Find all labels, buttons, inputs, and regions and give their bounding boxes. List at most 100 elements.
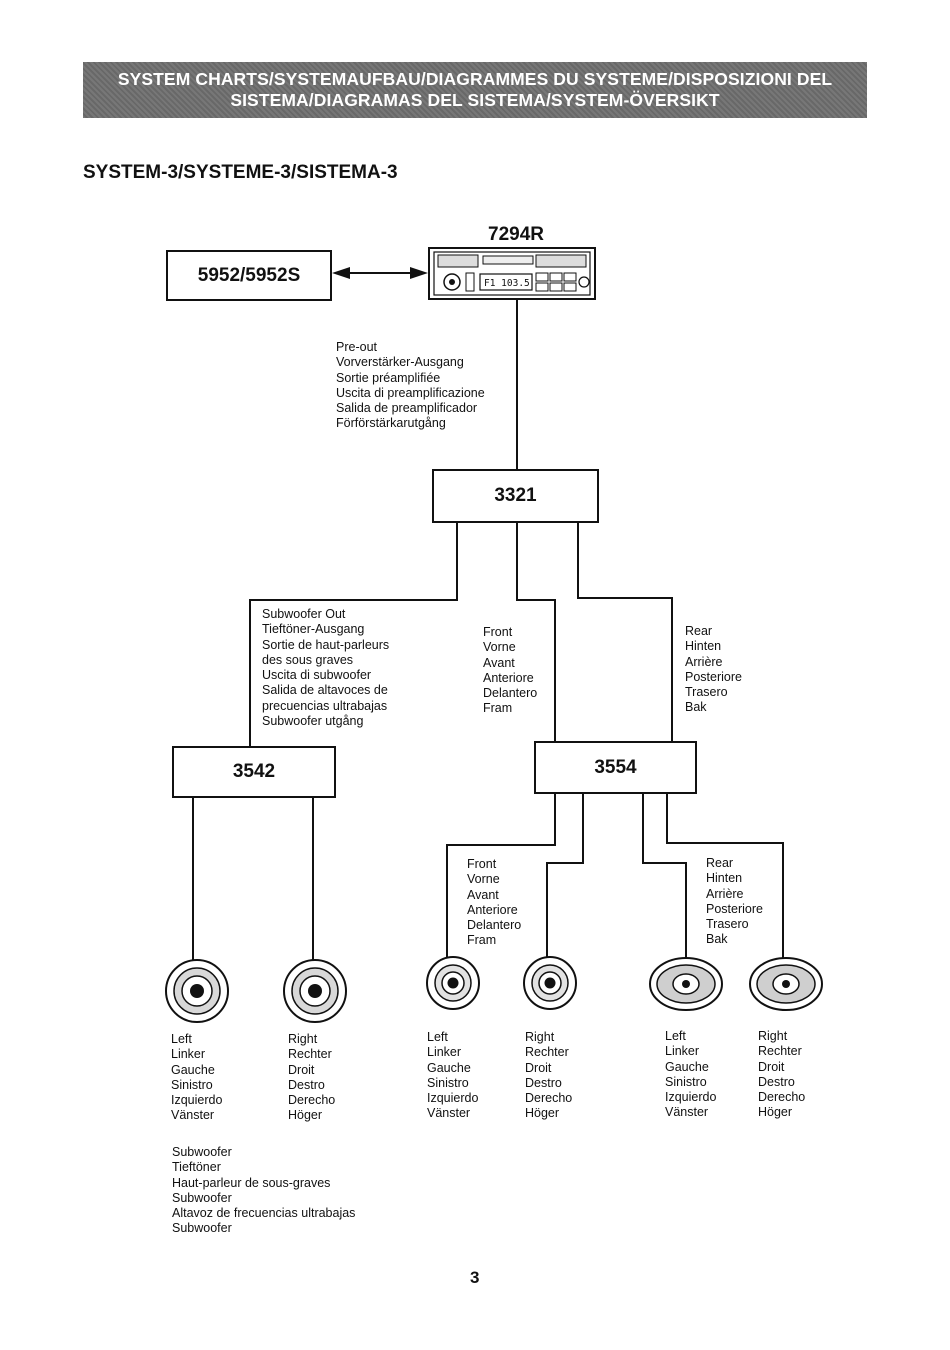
subwoofer-legend: Subwoofer Tieftöner Haut-parleur de sous… — [172, 1145, 355, 1237]
front-label-line: Vorne — [467, 872, 500, 887]
rear-label-upper: Rear Hinten Arrière Posteriore Trasero B… — [685, 624, 742, 716]
front-label-line: Anteriore — [483, 670, 534, 685]
right-label-line: Droit — [758, 1059, 785, 1074]
preout-label-line: Uscita di preamplificazione — [336, 385, 485, 400]
right-label-line: Droit — [525, 1060, 552, 1075]
left-label-line: Vänster — [427, 1106, 471, 1121]
changer-model: 5952/5952S — [197, 264, 301, 286]
left-label-line: Left — [665, 1029, 686, 1043]
left-label-line: Left — [427, 1030, 448, 1044]
head-unit-model: 7294R — [488, 224, 544, 245]
left-label-line: Left — [171, 1032, 192, 1046]
subwoofer-right-label: Right Rechter Droit Destro Derecho Höger — [288, 1032, 335, 1124]
amp-3554-box: 3554 — [534, 741, 697, 794]
right-label-line: Höger — [758, 1105, 793, 1120]
rear-label-line: Trasero — [706, 917, 749, 932]
rear-left-speaker-icon — [649, 957, 723, 1011]
subwoofer-legend-line: Subwoofer — [172, 1145, 232, 1159]
header-banner: SYSTEM CHARTS/SYSTEMAUFBAU/DIAGRAMMES DU… — [83, 62, 867, 118]
front-label-line: Fram — [483, 701, 513, 716]
front-right-label: Right Rechter Droit Destro Derecho Höger — [525, 1030, 572, 1122]
rear-label-line: Rear — [706, 856, 734, 870]
front-label-line: Avant — [467, 887, 499, 902]
subwoofer-out-line: Uscita di subwoofer — [262, 668, 372, 683]
right-label-line: Derecho — [288, 1093, 336, 1108]
rear-label-line: Posteriore — [685, 669, 742, 684]
front-label-upper: Front Vorne Avant Anteriore Delantero Fr… — [483, 625, 537, 717]
right-label-line: Derecho — [525, 1091, 573, 1106]
rear-label-line: Hinten — [685, 639, 722, 654]
rear-label-line: Arrière — [706, 886, 744, 901]
rear-label-lower: Rear Hinten Arrière Posteriore Trasero B… — [706, 856, 763, 948]
left-label-line: Sinistro — [665, 1074, 707, 1089]
rear-label-line: Rear — [685, 624, 713, 638]
amp-sub-model: 3542 — [232, 761, 276, 782]
rear-left-label: Left Linker Gauche Sinistro Izquierdo Vä… — [665, 1029, 716, 1121]
subwoofer-legend-line: Subwoofer — [172, 1221, 232, 1236]
amp-main-model: 3554 — [594, 756, 637, 778]
preout-label-line: Sortie préamplifiée — [336, 370, 441, 385]
right-label-line: Right — [288, 1032, 318, 1046]
page-number: 3 — [470, 1268, 480, 1287]
header-line-1: SYSTEM CHARTS/SYSTEMAUFBAU/DIAGRAMMES DU… — [117, 69, 833, 89]
front-left-label: Left Linker Gauche Sinistro Izquierdo Vä… — [427, 1030, 478, 1122]
subwoofer-legend-line: Tieftöner — [172, 1160, 221, 1175]
subwoofer-left-speaker-icon — [165, 959, 229, 1023]
subwoofer-out-line: des sous graves — [262, 652, 354, 667]
front-label-line: Delantero — [483, 686, 538, 701]
subwoofer-right-speaker-icon — [283, 959, 347, 1023]
preout-label-line: Pre-out — [336, 340, 377, 354]
subwoofer-out-line: Salida de altavoces de — [262, 683, 388, 698]
changer-5952-box: 5952/5952S — [166, 250, 332, 301]
front-label-lower: Front Vorne Avant Anteriore Delantero Fr… — [467, 857, 521, 949]
rear-label-line: Bak — [706, 932, 728, 947]
subwoofer-out-line: Tieftöner-Ausgang — [262, 622, 365, 637]
header-line-2: SISTEMA/DIAGRAMAS DEL SISTEMA/SYSTEM-ÖVE… — [230, 90, 720, 110]
subwoofer-legend-line: Subwoofer — [172, 1190, 232, 1205]
right-label-line: Höger — [288, 1108, 323, 1123]
left-label-line: Izquierdo — [665, 1090, 717, 1105]
front-label-line: Fram — [467, 933, 497, 948]
left-label-line: Sinistro — [171, 1077, 213, 1092]
subwoofer-out-line: Subwoofer utgång — [262, 714, 364, 729]
left-label-line: Vänster — [665, 1105, 709, 1120]
right-label-line: Rechter — [288, 1047, 332, 1062]
section-title: SYSTEM-3/SYSTEME-3/SISTEMA-3 — [83, 162, 398, 183]
head-unit-illustration: F1 103.5 — [428, 247, 596, 300]
rear-label-line: Trasero — [685, 685, 728, 700]
crossover-3321-box: 3321 — [432, 469, 599, 523]
preout-label-line: Vorverstärker-Ausgang — [336, 355, 464, 370]
left-label-line: Gauche — [665, 1059, 709, 1074]
right-label-line: Destro — [758, 1074, 795, 1089]
subwoofer-out-line: Sortie de haut-parleurs — [262, 637, 390, 652]
preout-label: Pre-out Vorverstärker-Ausgang Sortie pré… — [336, 340, 485, 432]
right-label-line: Right — [758, 1029, 788, 1043]
subwoofer-legend-line: Altavoz de frecuencias ultrabajas — [172, 1206, 356, 1221]
rear-right-speaker-icon — [749, 957, 823, 1011]
right-label-line: Destro — [288, 1077, 325, 1092]
front-label-line: Front — [467, 857, 497, 871]
left-label-line: Gauche — [171, 1062, 215, 1077]
preout-label-line: Salida de preamplificador — [336, 401, 478, 416]
rear-right-label: Right Rechter Droit Destro Derecho Höger — [758, 1029, 805, 1121]
subwoofer-left-label: Left Linker Gauche Sinistro Izquierdo Vä… — [171, 1032, 222, 1124]
front-label-line: Delantero — [467, 918, 522, 933]
subwoofer-legend-line: Haut-parleur de sous-graves — [172, 1175, 331, 1190]
subwoofer-out-line: Subwoofer Out — [262, 607, 346, 621]
right-label-line: Rechter — [758, 1044, 802, 1059]
front-right-speaker-icon — [523, 956, 577, 1010]
right-label-line: Derecho — [758, 1090, 806, 1105]
left-label-line: Vänster — [171, 1108, 215, 1123]
preout-label-line: Förförstärkarutgång — [336, 416, 446, 431]
subwoofer-out-label: Subwoofer Out Tieftöner-Ausgang Sortie d… — [262, 607, 389, 729]
subwoofer-out-line: precuencias ultrabajas — [262, 698, 388, 713]
left-label-line: Gauche — [427, 1060, 471, 1075]
front-label-line: Avant — [483, 655, 515, 670]
rear-label-line: Arrière — [685, 654, 723, 669]
front-label-line: Vorne — [483, 640, 516, 655]
front-label-line: Front — [483, 625, 513, 639]
amp-3542-box: 3542 — [172, 746, 336, 798]
left-label-line: Sinistro — [427, 1075, 469, 1090]
front-left-speaker-icon — [426, 956, 480, 1010]
